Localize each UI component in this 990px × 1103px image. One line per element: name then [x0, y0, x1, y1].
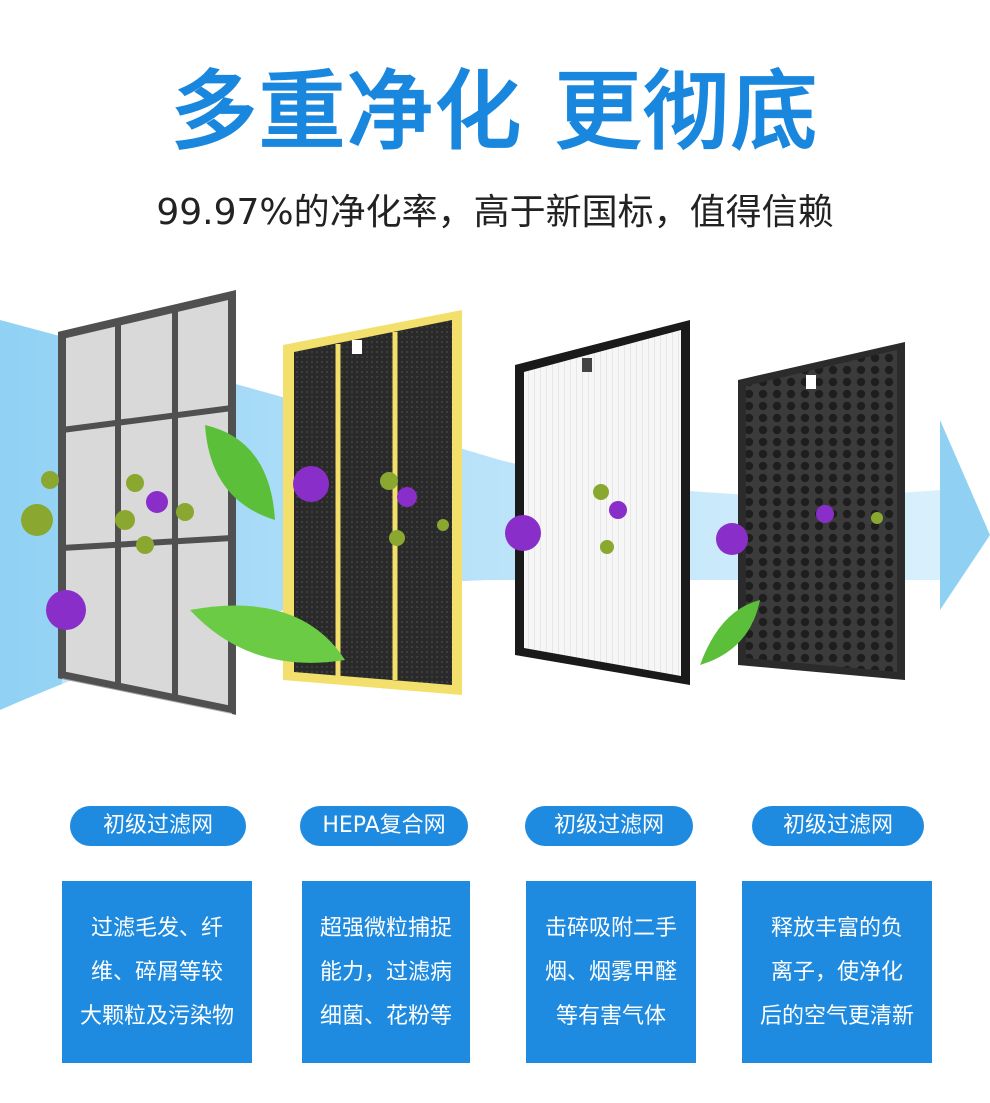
desc-line: 释放丰富的负: [770, 916, 903, 941]
desc-line: 后的空气更清新: [759, 1004, 914, 1029]
filter-hepa-2: [283, 310, 462, 780]
desc-line: 离子，使净化: [770, 960, 903, 985]
filter-desc-1: 过滤毛发、纤 维、碎屑等较 大颗粒及污染物: [62, 881, 252, 1063]
desc-line: 能力，过滤病: [319, 960, 452, 985]
filter-label-2: HEPA复合网: [300, 806, 468, 846]
desc-line: 维、碎屑等较: [90, 960, 223, 985]
filter-illustration: [0, 289, 990, 780]
desc-line: 击碎吸附二手: [544, 916, 677, 941]
desc-line: 烟、烟雾甲醛: [544, 960, 677, 985]
desc-line: 超强微粒捕捉: [319, 916, 452, 941]
filter-label-4: 初级过滤网: [752, 806, 924, 846]
subline: 99.97%的净化率，高于新国标，值得信赖: [156, 192, 834, 233]
desc-line: 细菌、花粉等: [319, 1004, 452, 1029]
filter-pleated-3: [515, 320, 690, 780]
filter-desc-4: 释放丰富的负 离子，使净化 后的空气更清新: [742, 881, 932, 1063]
germ-icon: [46, 466, 834, 630]
headline: 多重净化 更彻底: [171, 62, 819, 162]
filter-desc-2: 超强微粒捕捉 能力，过滤病 细菌、花粉等: [302, 881, 470, 1063]
particle-icon: [21, 471, 883, 554]
filter-desc-3: 击碎吸附二手 烟、烟雾甲醛 等有害气体: [526, 881, 696, 1063]
desc-line: 大颗粒及污染物: [79, 1004, 234, 1029]
airflow-arrow-icon: [940, 420, 990, 610]
desc-line: 等有害气体: [555, 1004, 666, 1029]
leaf-icon: [190, 425, 760, 665]
filter-label-1: 初级过滤网: [70, 806, 246, 846]
filter-label-3: 初级过滤网: [525, 806, 693, 846]
filter-honeycomb-4: [738, 342, 905, 780]
desc-line: 过滤毛发、纤: [90, 916, 223, 941]
